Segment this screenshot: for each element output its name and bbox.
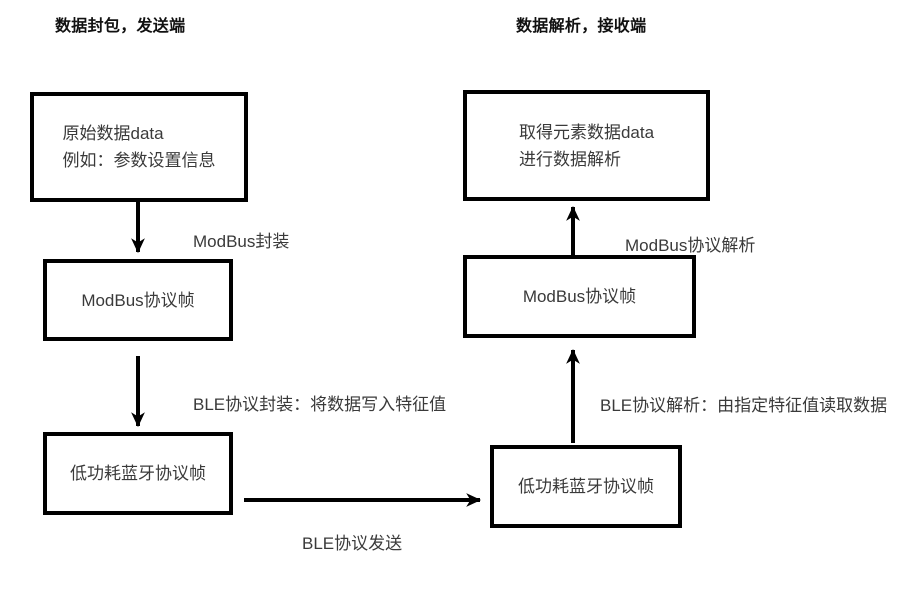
label-modbus-parse: ModBus协议解析	[625, 236, 756, 255]
label-ble-parse: BLE协议解析：由指定特征值读取数据	[600, 396, 888, 415]
box-text-line: 低功耗蓝牙协议帧	[70, 464, 206, 483]
box-source-data: 原始数据data 例如：参数设置信息	[30, 92, 248, 202]
box-ble-frame-sender-text: 低功耗蓝牙协议帧	[70, 460, 206, 487]
label-ble-send: BLE协议发送	[302, 534, 403, 553]
box-modbus-frame-sender-text: ModBus协议帧	[81, 287, 194, 314]
box-parsed-result-text: 取得元素数据data 进行数据解析	[519, 119, 654, 173]
box-text-line: ModBus协议帧	[522, 287, 637, 306]
box-modbus-frame-sender: ModBus协议帧	[43, 259, 233, 341]
box-source-data-text: 原始数据data 例如：参数设置信息	[63, 120, 216, 174]
box-text-line: 例如：参数设置信息	[62, 151, 216, 170]
box-parsed-result: 取得元素数据data 进行数据解析	[463, 90, 710, 201]
box-text-line: ModBus协议帧	[81, 290, 195, 310]
box-text-line: 原始数据data	[62, 124, 164, 143]
box-text-line: 低功耗蓝牙协议帧	[518, 477, 654, 496]
box-ble-frame-sender: 低功耗蓝牙协议帧	[43, 432, 233, 515]
box-ble-frame-receiver: 低功耗蓝牙协议帧	[490, 445, 682, 528]
box-text-line: 取得元素数据data	[518, 122, 655, 142]
right-section-title: 数据解析，接收端	[516, 18, 647, 35]
label-ble-encapsulation: BLE协议封装：将数据写入特征值	[193, 395, 447, 414]
box-modbus-frame-receiver-text: ModBus协议帧	[523, 283, 636, 310]
box-modbus-frame-receiver: ModBus协议帧	[463, 255, 696, 338]
box-text-line: 进行数据解析	[518, 149, 621, 169]
left-section-title: 数据封包，发送端	[55, 18, 186, 35]
label-modbus-encapsulation: ModBus封装	[193, 232, 290, 251]
box-ble-frame-receiver-text: 低功耗蓝牙协议帧	[518, 473, 654, 500]
